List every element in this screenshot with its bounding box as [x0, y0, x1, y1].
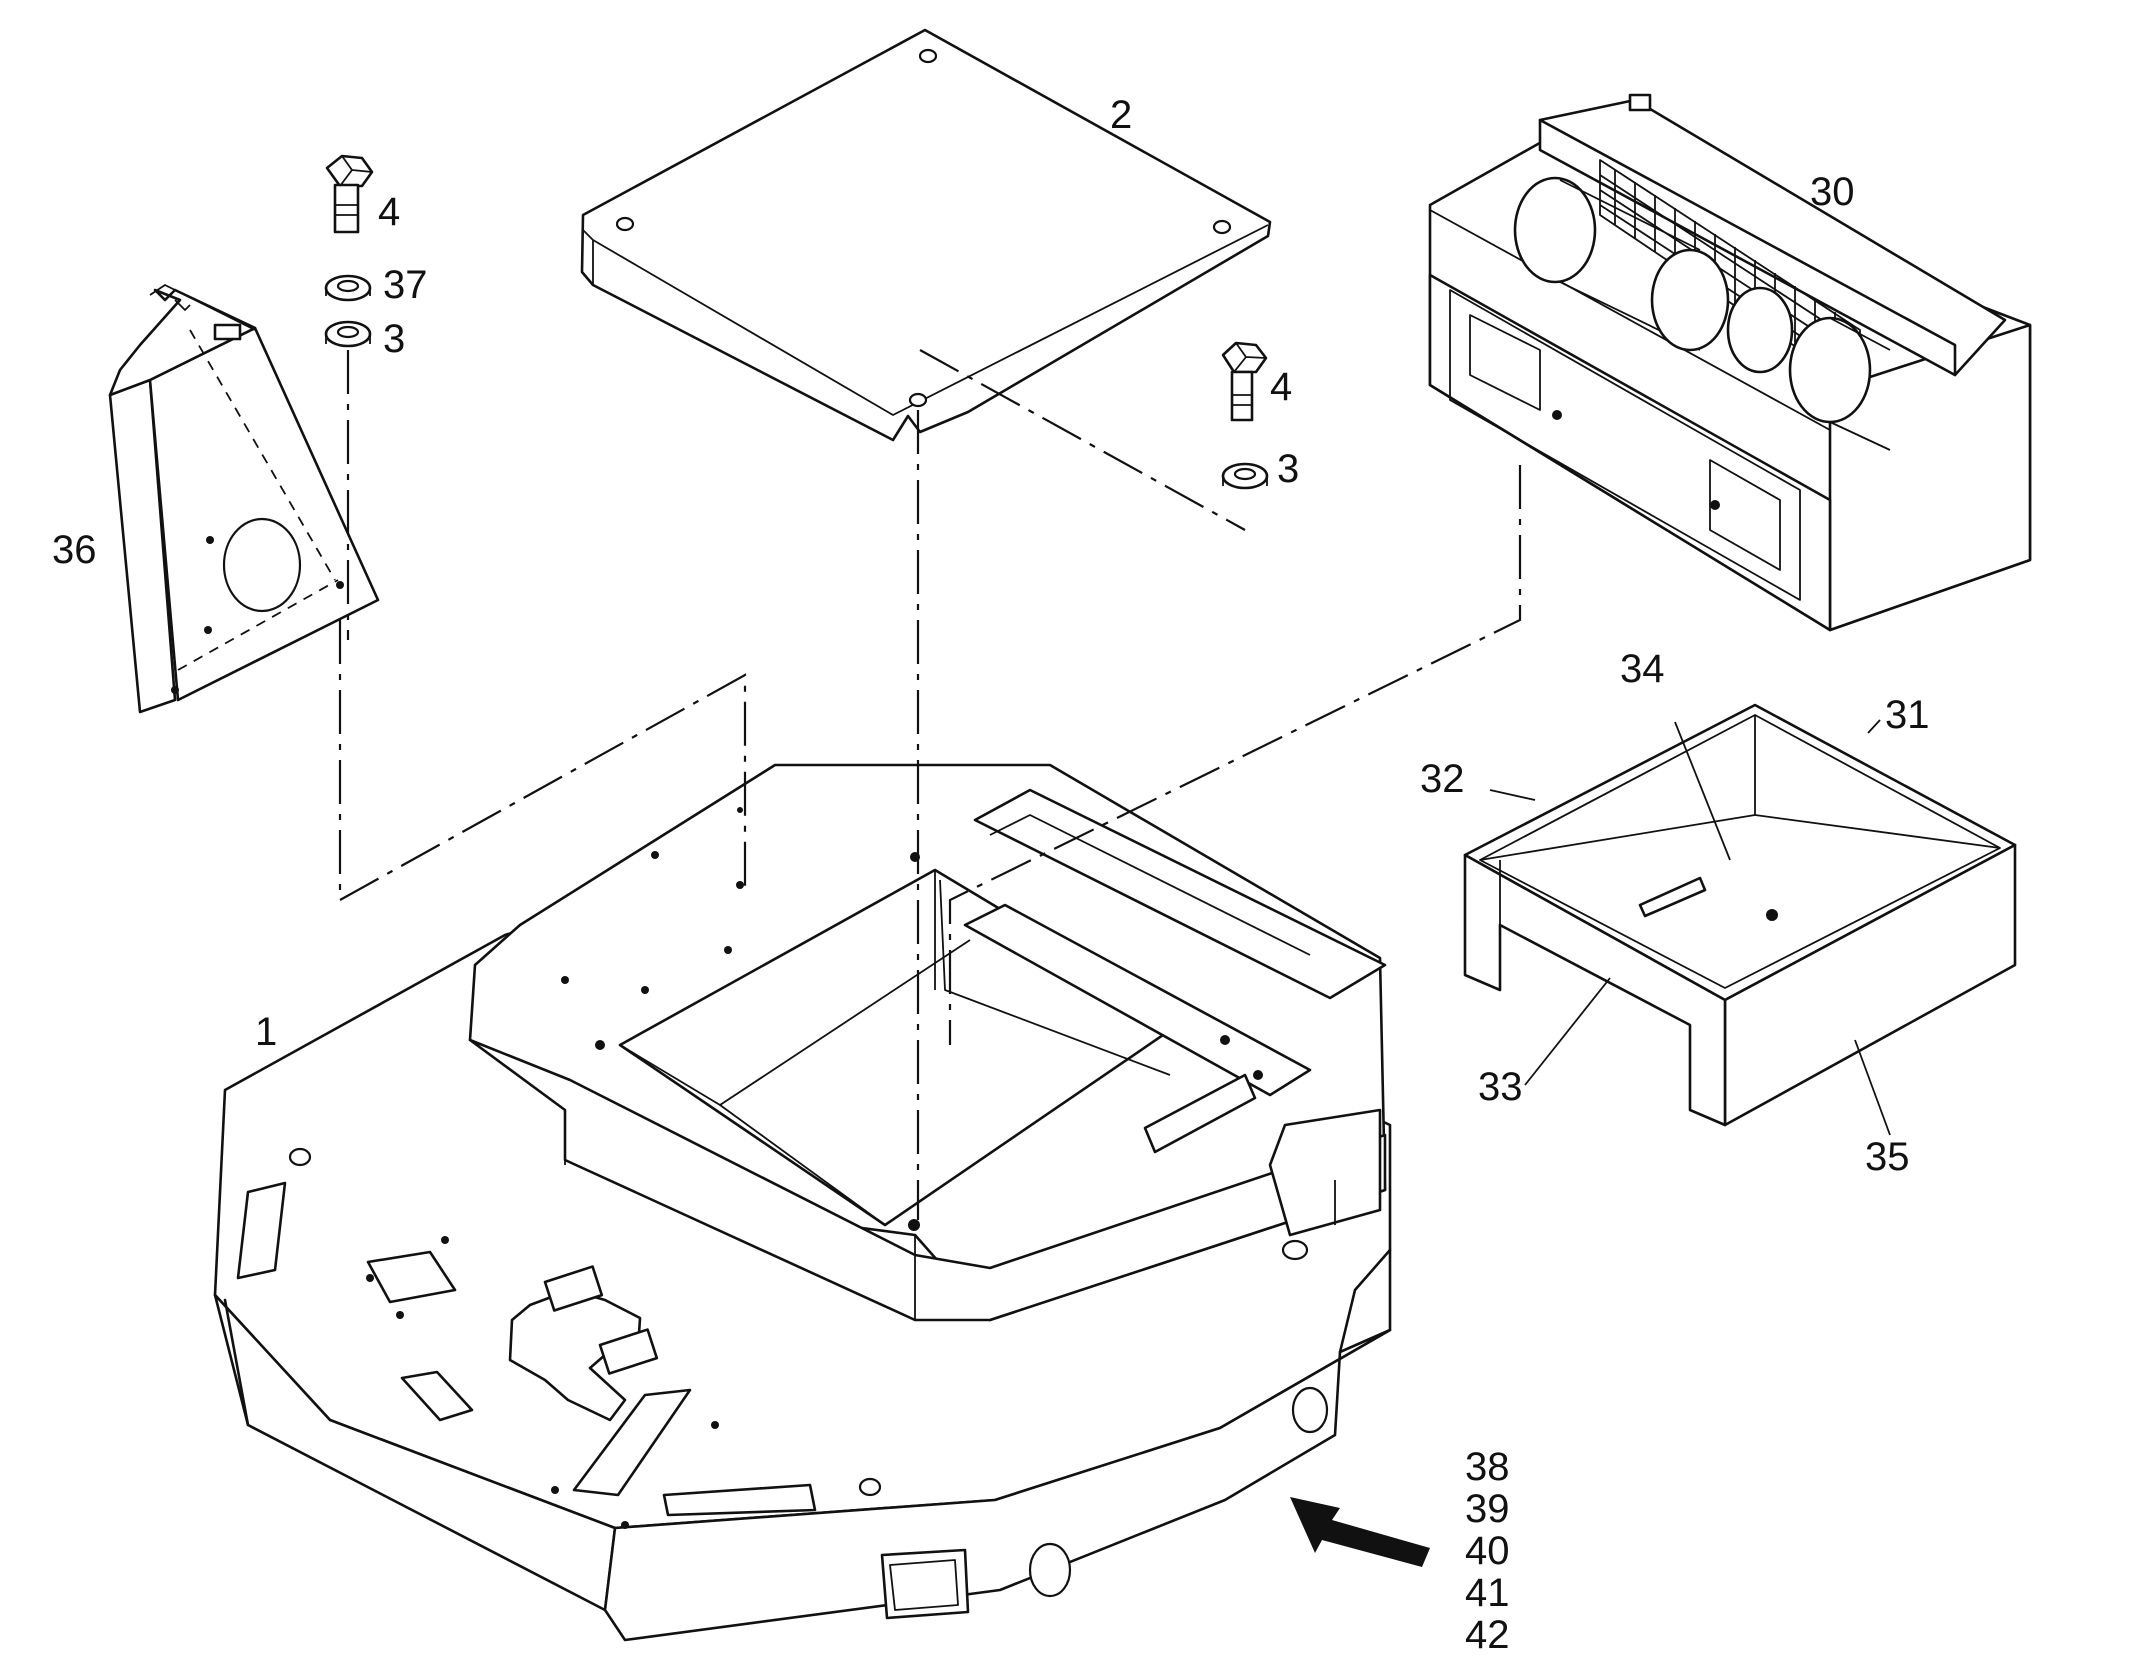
- label-part-4-right: 4: [1270, 365, 1292, 409]
- fan-unit: [1428, 93, 2032, 632]
- label-part-37: 37: [383, 263, 428, 307]
- label-part-40: 40: [1465, 1529, 1510, 1573]
- washer-3-right: [1221, 462, 1269, 490]
- label-part-33: 33: [1478, 1065, 1523, 1109]
- label-part-32: 32: [1420, 757, 1465, 801]
- label-part-31: 31: [1885, 693, 1930, 737]
- leader-lines: [1489, 719, 1891, 1136]
- label-part-35: 35: [1865, 1135, 1910, 1179]
- label-part-4-left: 4: [378, 190, 400, 234]
- cover-plate: [580, 28, 1272, 442]
- label-part-42: 42: [1465, 1613, 1510, 1657]
- bolt-right: [1221, 341, 1268, 422]
- base-housing: [213, 763, 1392, 1642]
- bolt-left: [325, 154, 374, 234]
- label-part-34: 34: [1620, 647, 1665, 691]
- label-part-2: 2: [1110, 93, 1132, 137]
- label-part-41: 41: [1465, 1571, 1510, 1615]
- label-part-30: 30: [1810, 170, 1855, 214]
- washer-37: [324, 274, 372, 302]
- label-part-1: 1: [255, 1010, 277, 1054]
- drip-tray: [1463, 703, 2017, 1127]
- washer-3-left: [324, 320, 372, 348]
- bracket: [108, 284, 380, 714]
- view-direction-arrow-icon: [1290, 1497, 1430, 1567]
- center-lines: [338, 349, 1522, 1220]
- label-part-3-left: 3: [383, 317, 405, 361]
- label-part-36: 36: [52, 528, 97, 572]
- label-part-39: 39: [1465, 1487, 1510, 1531]
- label-part-38: 38: [1465, 1445, 1510, 1489]
- label-part-3-right: 3: [1277, 447, 1299, 491]
